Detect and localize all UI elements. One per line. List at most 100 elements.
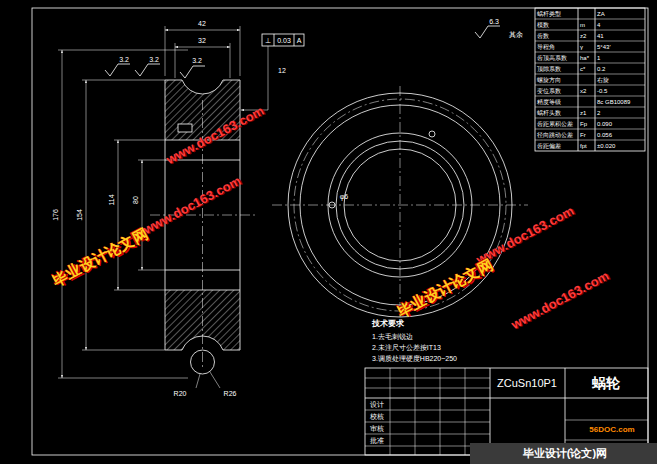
- footer-bar: [470, 443, 657, 464]
- extension-line: [58, 50, 188, 51]
- table-rule: [595, 8, 596, 151]
- title-cell: 审核: [370, 425, 384, 432]
- title-rule: [365, 368, 648, 455]
- table-cell: x2: [580, 88, 586, 94]
- watermark: www.doc163.com: [474, 204, 576, 266]
- sheet-frame: [32, 8, 648, 455]
- table-cell: 蜗杆类型: [537, 11, 561, 17]
- tolerance-frame: [274, 34, 275, 46]
- extension-line: [175, 43, 176, 78]
- extension-line: [114, 290, 165, 291]
- dimension-text: R26: [224, 390, 237, 397]
- center-line: [272, 205, 528, 206]
- extension-line: [165, 26, 166, 76]
- table-rule: [535, 19, 645, 140]
- title-rule: [565, 368, 566, 455]
- note-line: 1.去毛刺锐边: [372, 333, 413, 340]
- title-cell: 批准: [370, 437, 384, 444]
- center-line: [400, 86, 401, 324]
- table-cell: 螺旋方向: [537, 77, 561, 83]
- table-cell: 模数: [537, 22, 549, 28]
- table-cell: 齿数: [537, 33, 549, 39]
- dimension-line: [165, 30, 240, 31]
- watermark: www.doc163.com: [141, 174, 243, 236]
- table-cell: 5°43′: [597, 44, 611, 50]
- extension-line: [240, 26, 241, 76]
- keyway: [178, 124, 192, 132]
- tolerance-symbol: ⊥: [265, 37, 271, 44]
- tolerance-frame: [294, 34, 295, 46]
- table-cell: 0.090: [597, 121, 612, 127]
- tolerance-value: 0.03: [277, 37, 291, 44]
- table-cell: ha*: [580, 55, 589, 61]
- leader-line: [196, 374, 200, 388]
- title-block: [365, 368, 648, 455]
- site-banner: 毕业设计(论文)网: [523, 448, 607, 459]
- dimension-text: φ6: [340, 193, 348, 200]
- note-line: 2.未注尺寸公差按IT13: [372, 344, 441, 351]
- table-cell: 顶隙系数: [537, 66, 561, 72]
- extension-line: [114, 140, 165, 141]
- table-cell: 齿距累积公差: [537, 121, 573, 127]
- table-cell: 齿顶高系数: [537, 55, 567, 61]
- table-cell: 8c GB10089: [597, 99, 630, 105]
- watermark: www.doc163.com: [164, 104, 266, 166]
- title-rule: [490, 368, 491, 455]
- extension-line: [82, 80, 165, 81]
- material-name: ZCuSn10P1: [497, 378, 557, 389]
- tolerance-frame: [262, 34, 304, 46]
- roughness-value: 6.3: [489, 18, 499, 25]
- leader-line: [241, 46, 268, 110]
- table-cell: 0.056: [597, 132, 612, 138]
- table-cell: 径向跳动公差: [537, 132, 573, 138]
- extension-line: [82, 350, 165, 351]
- table-cell: 4: [597, 22, 600, 28]
- dimension-line: [62, 50, 63, 378]
- table-cell: 0.2: [597, 66, 605, 72]
- table-cell: ZA: [597, 11, 605, 17]
- table-cell: 右旋: [597, 77, 609, 83]
- table-cell: fpt: [580, 143, 587, 149]
- parameter-table: [535, 8, 645, 151]
- part-name: 蜗轮: [592, 376, 620, 390]
- table-cell: ±0.020: [597, 143, 615, 149]
- table-cell: 1: [597, 55, 600, 61]
- table-cell: 蜗杆头数: [537, 110, 561, 116]
- roughness-symbol: [475, 26, 500, 38]
- extension-line: [230, 43, 231, 78]
- datum-letter: A: [297, 37, 302, 44]
- dimension-line: [118, 140, 119, 290]
- dimension-text: 12: [278, 67, 286, 74]
- watermark: 56DOC.com: [589, 426, 634, 434]
- roughness-value: 3.2: [119, 56, 129, 63]
- keyway-notch: [429, 131, 435, 137]
- extension-line: [58, 378, 188, 379]
- roughness-symbol: [180, 66, 205, 78]
- table-rule: [578, 8, 579, 151]
- notes-heading: 技术要求: [372, 320, 404, 328]
- watermark: 毕业设计论文网: [50, 226, 150, 289]
- table-cell: 2: [597, 110, 600, 116]
- roughness-note: 其余: [509, 31, 523, 38]
- table-cell: 变位系数: [537, 88, 561, 94]
- table-cell: c*: [580, 66, 585, 72]
- roughness-symbol: [135, 64, 160, 76]
- dimension-text: 176: [52, 209, 59, 221]
- dimension-line: [142, 160, 143, 270]
- dimension-text: 42: [198, 20, 206, 27]
- dimension-line: [86, 80, 87, 350]
- leader-line: [210, 372, 220, 388]
- table-cell: z1: [580, 110, 586, 116]
- table-cell: z2: [580, 33, 586, 39]
- roughness-symbol: [105, 64, 130, 76]
- table-cell: 精度等级: [537, 99, 561, 105]
- table-cell: 齿距偏差: [537, 143, 561, 149]
- watermark: www.doc163.com: [509, 269, 611, 331]
- roughness-value: 3.2: [192, 57, 202, 64]
- dimension-line: [175, 47, 230, 48]
- dimension-text: 114: [108, 194, 115, 205]
- roughness-value: 3.2: [149, 56, 159, 63]
- dimension-text: 32: [198, 37, 206, 44]
